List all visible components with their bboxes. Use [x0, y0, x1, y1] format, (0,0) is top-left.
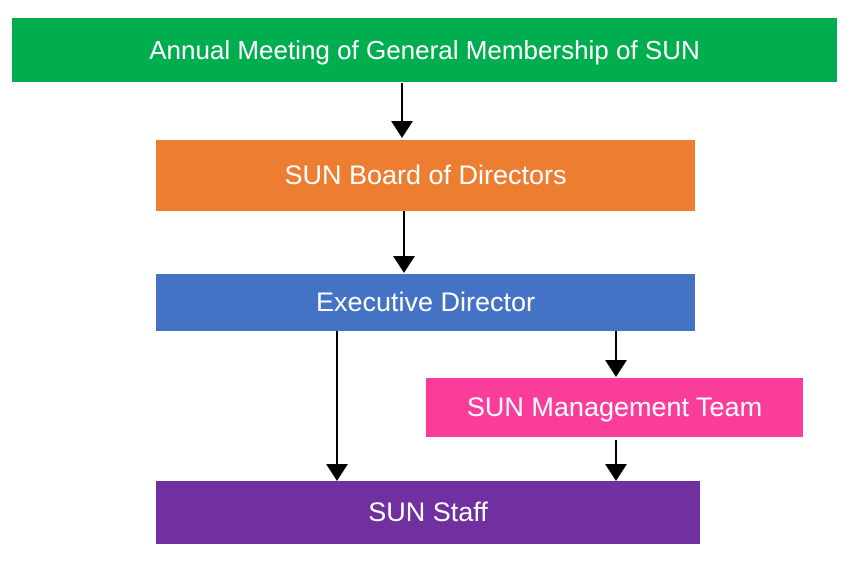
node-staff: SUN Staff	[156, 481, 700, 544]
node-executive-director: Executive Director	[156, 274, 695, 331]
arrow-head-icon	[605, 464, 627, 481]
arrow-executive-to-management-icon	[605, 331, 627, 377]
arrow-shaft	[403, 211, 405, 256]
arrow-head-icon	[391, 121, 413, 138]
arrow-shaft	[615, 440, 617, 464]
node-staff-label: SUN Staff	[368, 496, 488, 527]
arrow-shaft	[336, 331, 338, 464]
arrow-head-icon	[605, 360, 627, 377]
node-board-label: SUN Board of Directors	[284, 159, 567, 190]
node-management-team: SUN Management Team	[426, 378, 803, 437]
arrow-shaft	[401, 83, 403, 121]
arrow-executive-to-staff-icon	[326, 331, 348, 481]
arrow-annual-to-board-icon	[391, 83, 413, 138]
node-annual-meeting: Annual Meeting of General Membership of …	[12, 18, 837, 82]
arrow-head-icon	[326, 464, 348, 481]
arrow-shaft	[615, 331, 617, 360]
node-board-of-directors: SUN Board of Directors	[156, 140, 695, 211]
node-management-label: SUN Management Team	[466, 391, 763, 422]
arrow-head-icon	[393, 256, 415, 273]
node-annual-meeting-label: Annual Meeting of General Membership of …	[149, 34, 700, 65]
arrow-management-to-staff-icon	[605, 440, 627, 481]
node-executive-label: Executive Director	[315, 286, 536, 317]
arrow-board-to-executive-icon	[393, 211, 415, 273]
